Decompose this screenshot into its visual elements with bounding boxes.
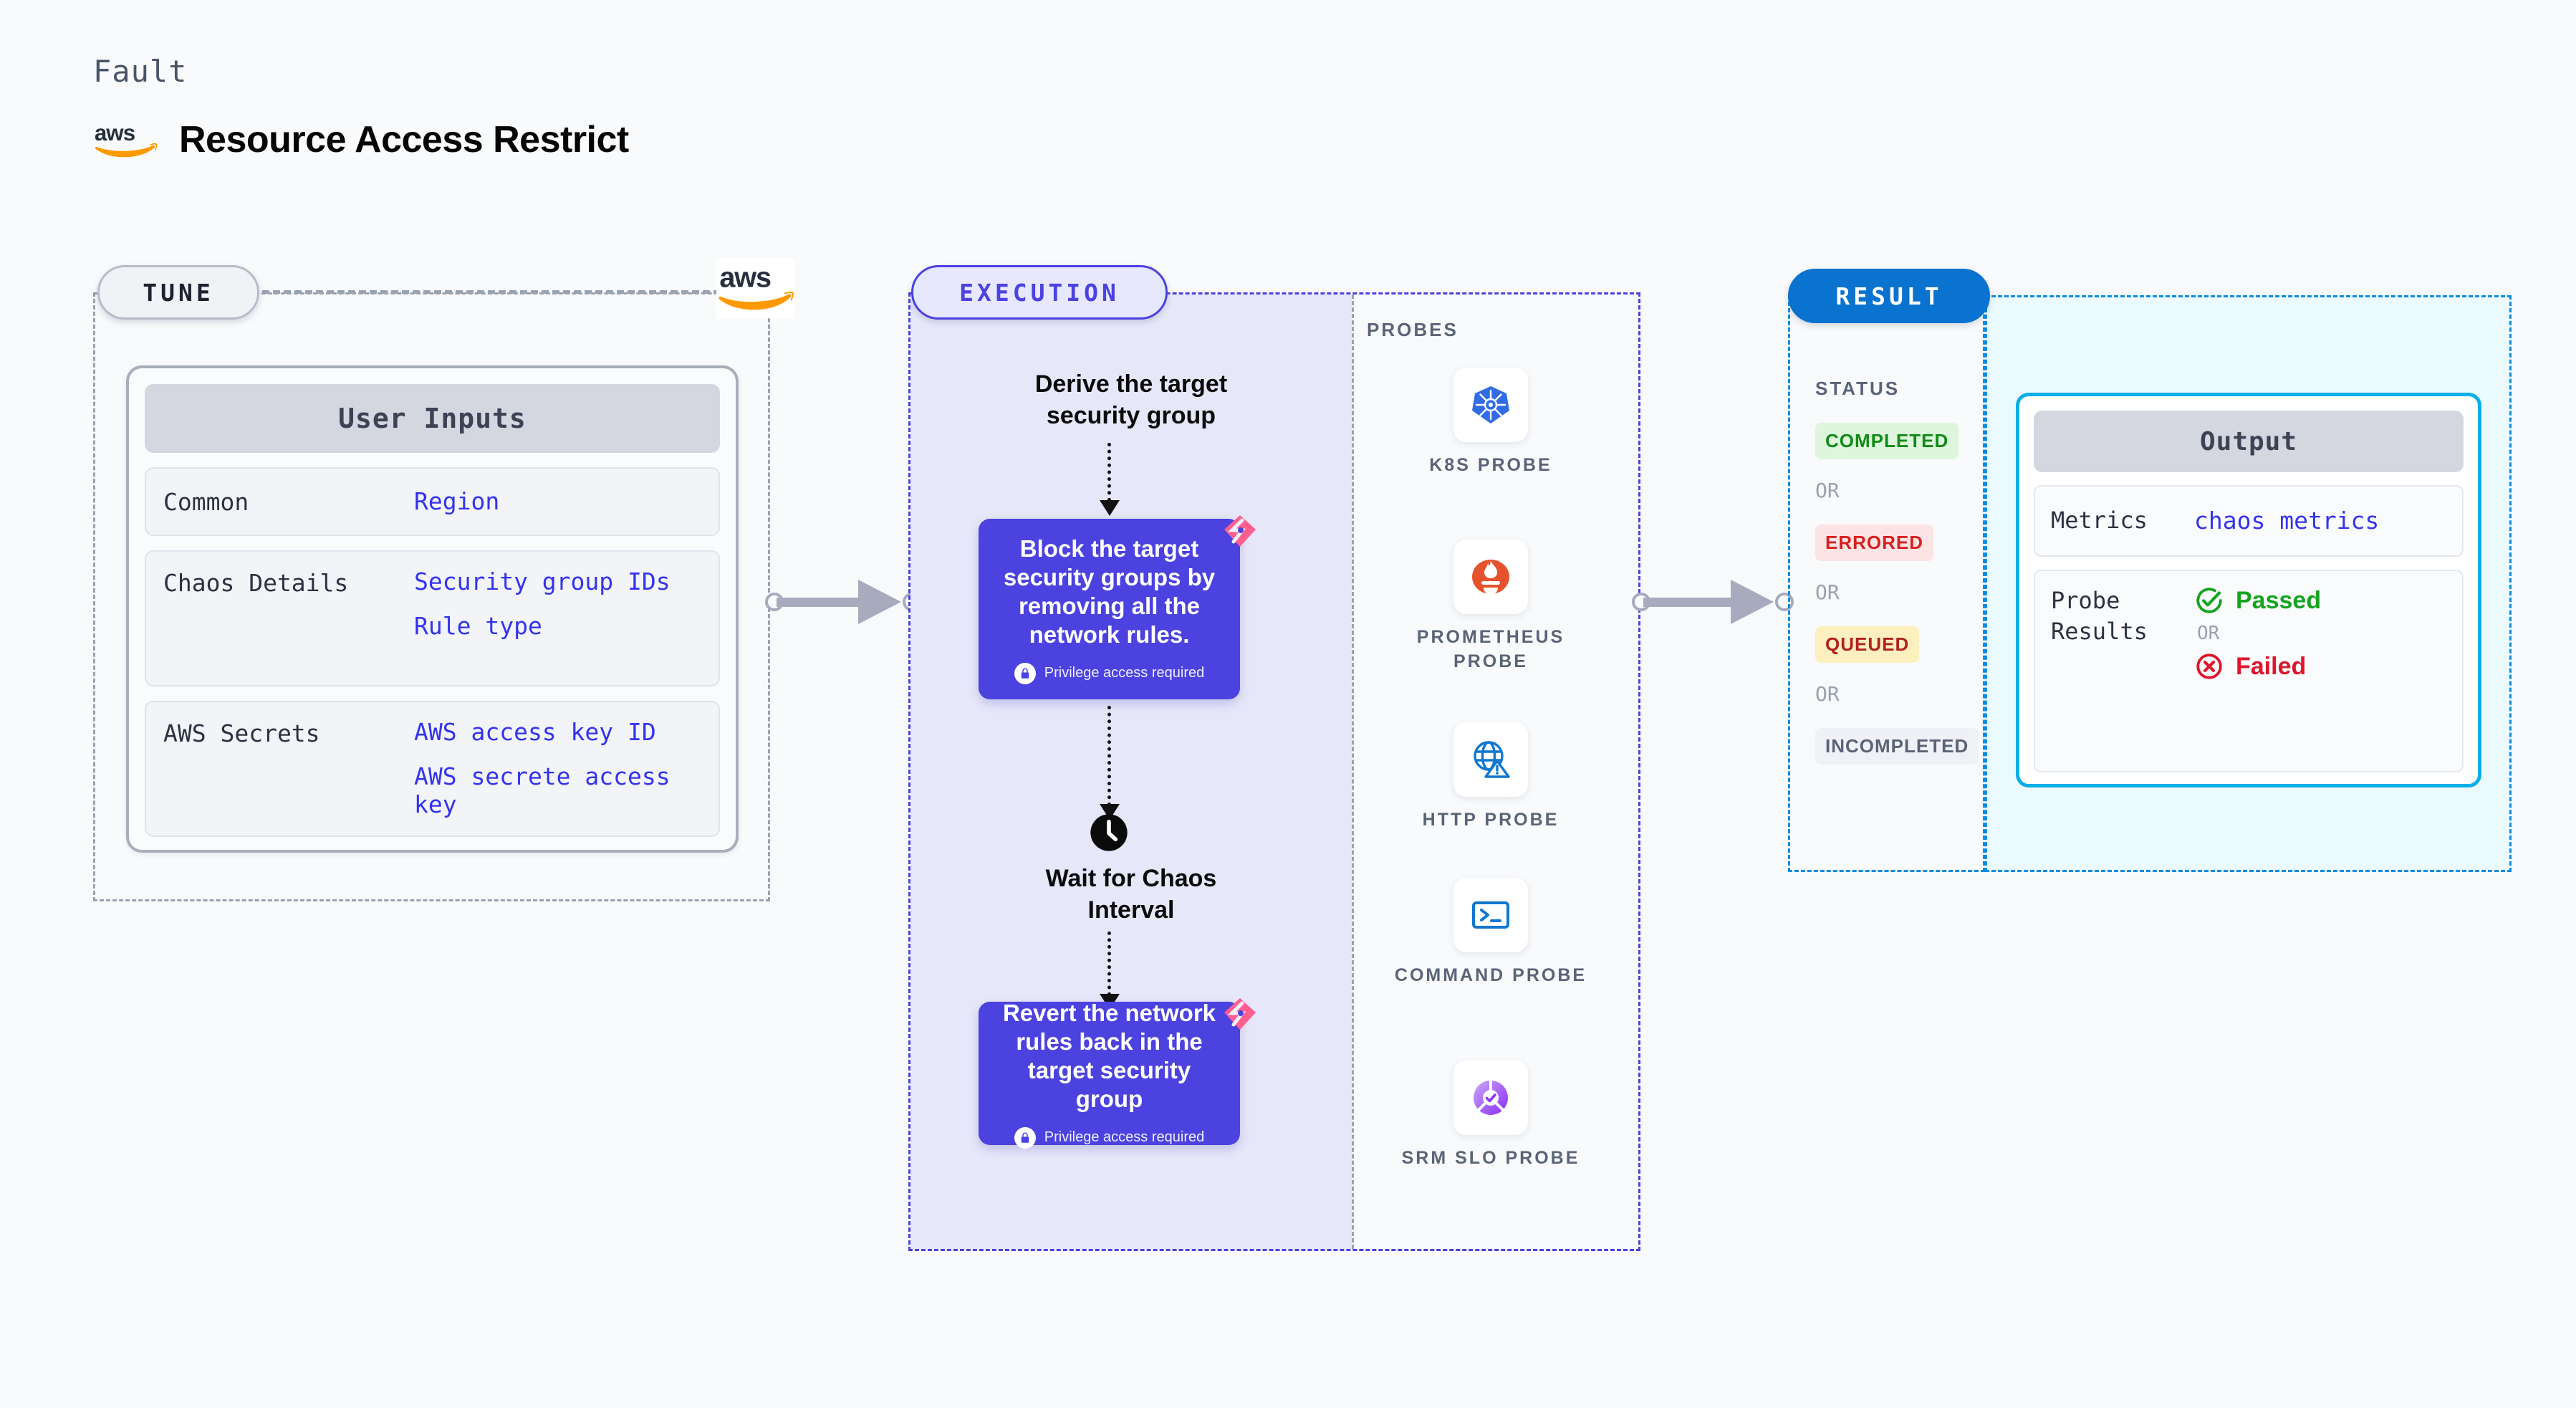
probe-passed-label: Passed bbox=[2236, 586, 2322, 614]
connector-end-dot bbox=[1775, 593, 1794, 611]
probe-failed-label: Failed bbox=[2236, 652, 2307, 680]
tune-value[interactable]: AWS access key ID bbox=[414, 718, 656, 746]
connector-line bbox=[1643, 598, 1758, 607]
aws-logo-icon: aws bbox=[95, 120, 158, 158]
execution-arrow-line-3 bbox=[1107, 932, 1111, 996]
probe-result-passed: Passed bbox=[2194, 585, 2321, 616]
prometheus-icon bbox=[1453, 540, 1528, 614]
probe-k8s[interactable]: K8S PROBE bbox=[1394, 368, 1587, 478]
tune-row-values: Region bbox=[414, 487, 499, 516]
page-title-row: aws Resource Access Restrict bbox=[93, 118, 629, 161]
tune-row-key: Chaos Details bbox=[163, 569, 349, 597]
status-or-3: OR bbox=[1815, 682, 1840, 706]
user-inputs-title: User Inputs bbox=[145, 384, 720, 453]
execution-step-derive-label: Derive the target security group bbox=[1034, 370, 1228, 429]
x-circle-icon bbox=[2196, 653, 2222, 679]
probe-label: PROMETHEUS PROBE bbox=[1416, 627, 1565, 671]
output-row-metrics[interactable]: Metrics chaos metrics bbox=[2034, 485, 2464, 557]
tune-value[interactable]: AWS secrete access key bbox=[414, 762, 671, 819]
execution-arrow-line-2 bbox=[1107, 706, 1111, 806]
execution-card-text: Block the target security groups by remo… bbox=[1003, 535, 1216, 648]
execution-step-wait-label: Wait for Chaos Interval bbox=[1045, 865, 1217, 924]
probe-srm-slo[interactable]: SRM SLO PROBE bbox=[1394, 1060, 1587, 1171]
probe-label: COMMAND PROBE bbox=[1394, 965, 1587, 985]
tune-row-values: AWS access key ID AWS secrete access key bbox=[414, 718, 701, 820]
user-inputs-card: User Inputs Common Region Chaos Details … bbox=[126, 365, 739, 853]
terminal-icon bbox=[1453, 878, 1528, 952]
output-row-key: Probe Results bbox=[2051, 587, 2148, 646]
status-or-2: OR bbox=[1815, 580, 1840, 604]
output-title: Output bbox=[2034, 411, 2464, 472]
probe-label: SRM SLO PROBE bbox=[1401, 1148, 1580, 1168]
probes-separator bbox=[1352, 294, 1354, 1249]
connector-tune-to-execution bbox=[765, 571, 921, 633]
output-row-key: Metrics bbox=[2051, 507, 2148, 535]
output-metrics-value[interactable]: chaos metrics bbox=[2194, 507, 2380, 535]
probe-result-or: OR bbox=[2197, 623, 2220, 644]
connector-arrowhead bbox=[858, 580, 901, 624]
status-or-1: OR bbox=[1815, 479, 1840, 502]
check-circle-icon bbox=[2196, 588, 2222, 613]
status-badge-errored: ERRORED bbox=[1815, 525, 1934, 561]
tune-value[interactable]: Rule type bbox=[414, 611, 542, 640]
status-title: STATUS bbox=[1815, 378, 1900, 399]
kubernetes-icon bbox=[1453, 368, 1528, 442]
probe-command[interactable]: COMMAND PROBE bbox=[1394, 878, 1587, 988]
probe-http[interactable]: HTTP PROBE bbox=[1394, 722, 1587, 833]
status-badge-incompleted: INCOMPLETED bbox=[1815, 728, 1979, 765]
tune-row-key: Common bbox=[163, 487, 249, 516]
tune-badge: TUNE bbox=[97, 265, 259, 320]
execution-badge: EXECUTION bbox=[911, 265, 1168, 320]
privilege-note-text: Privilege access required bbox=[1044, 1129, 1205, 1145]
execution-card-block[interactable]: Block the target security groups by remo… bbox=[979, 519, 1240, 699]
tune-row-common[interactable]: Common Region bbox=[145, 467, 720, 536]
tune-value[interactable]: Region bbox=[414, 487, 500, 516]
execution-card-text: Revert the network rules back in the tar… bbox=[1002, 999, 1216, 1113]
probe-result-failed: Failed bbox=[2194, 651, 2321, 681]
tune-row-aws-secrets[interactable]: AWS Secrets AWS access key ID AWS secret… bbox=[145, 701, 720, 837]
privilege-note: Privilege access required bbox=[1014, 662, 1205, 684]
connector-arrowhead bbox=[1731, 580, 1774, 624]
harness-logo-icon bbox=[1224, 515, 1256, 547]
execution-arrowhead-1 bbox=[1100, 500, 1120, 516]
probe-label: K8S PROBE bbox=[1429, 455, 1552, 475]
srm-slo-icon bbox=[1453, 1060, 1528, 1135]
aws-logo-icon: aws bbox=[716, 258, 795, 319]
page-title: Resource Access Restrict bbox=[179, 119, 629, 161]
status-badge-queued: QUEUED bbox=[1815, 626, 1920, 663]
tune-row-values: Security group IDs Rule type bbox=[414, 567, 671, 669]
tune-value[interactable]: Security group IDs bbox=[414, 567, 671, 595]
probes-title: PROBES bbox=[1367, 319, 1458, 340]
output-row-probe-results: Probe Results Passed OR Failed bbox=[2034, 570, 2464, 772]
execution-card-revert[interactable]: Revert the network rules back in the tar… bbox=[979, 999, 1240, 1149]
tune-row-key: AWS Secrets bbox=[163, 719, 320, 747]
http-globe-icon bbox=[1453, 722, 1528, 797]
tune-row-chaos-details[interactable]: Chaos Details Security group IDs Rule ty… bbox=[145, 550, 720, 686]
privilege-note-text: Privilege access required bbox=[1044, 665, 1205, 681]
harness-logo-icon bbox=[1224, 998, 1256, 1030]
status-badge-completed: COMPLETED bbox=[1815, 423, 1959, 459]
probe-prometheus[interactable]: PROMETHEUS PROBE bbox=[1394, 540, 1587, 674]
connector-execution-to-result bbox=[1632, 571, 1797, 633]
probe-result-values: Passed OR Failed bbox=[2194, 585, 2321, 757]
page-kicker: Fault bbox=[93, 54, 188, 89]
execution-panel bbox=[908, 292, 1640, 1251]
privilege-note: Privilege access required bbox=[1014, 1126, 1205, 1149]
svg-text:aws: aws bbox=[719, 262, 771, 293]
tune-connector-dashes bbox=[262, 290, 721, 294]
svg-text:aws: aws bbox=[95, 120, 135, 145]
lock-icon bbox=[1014, 1126, 1036, 1149]
clock-icon bbox=[1090, 814, 1128, 851]
execution-arrow-line-1 bbox=[1107, 443, 1111, 502]
probe-label: HTTP PROBE bbox=[1422, 810, 1559, 830]
output-card: Output Metrics chaos metrics Probe Resul… bbox=[2016, 393, 2481, 787]
lock-icon bbox=[1014, 662, 1036, 684]
result-badge: RESULT bbox=[1788, 269, 1990, 323]
